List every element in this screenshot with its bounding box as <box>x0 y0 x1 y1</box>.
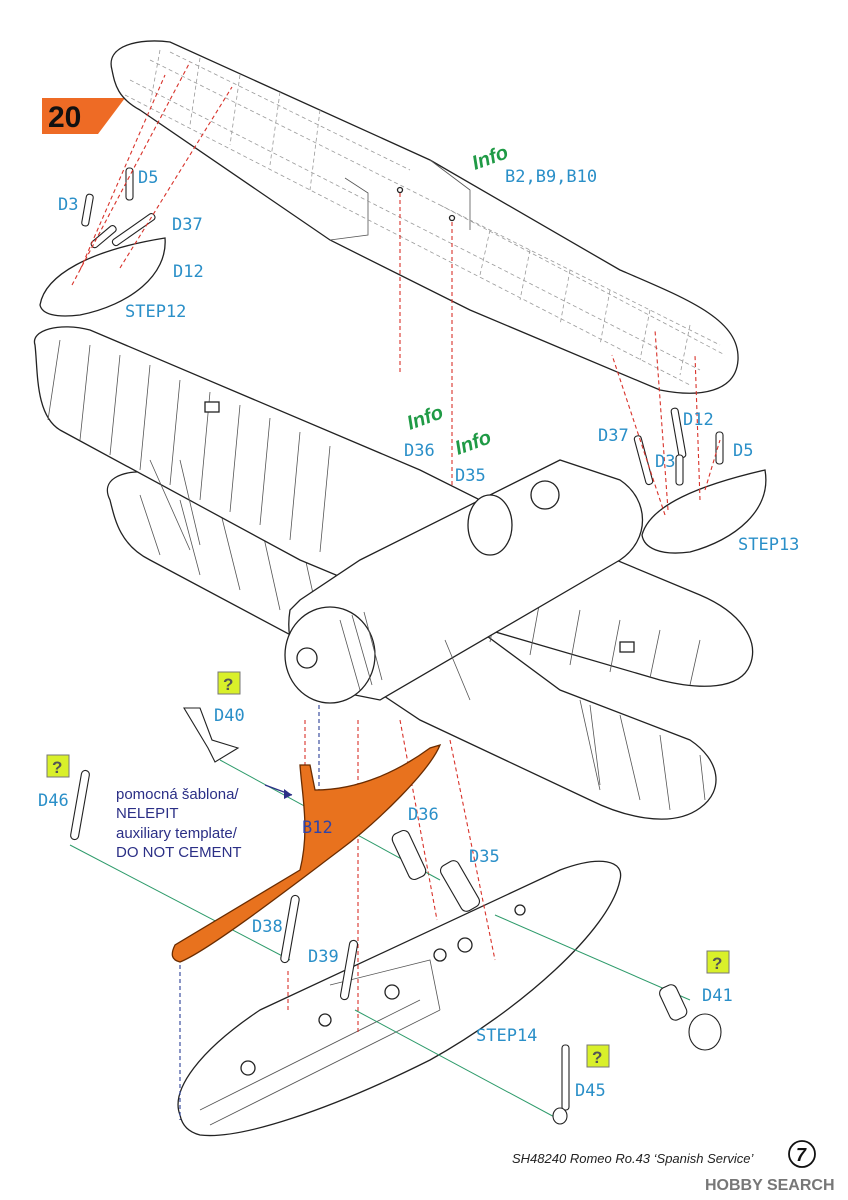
label-d35-upper: D35 <box>455 466 486 486</box>
footer-caption: SH48240 Romeo Ro.43 ‘Spanish Service’ <box>512 1151 754 1166</box>
info-label-d36: Info <box>404 401 446 434</box>
cockpit <box>467 494 513 556</box>
optional-mark: ? <box>592 1048 602 1067</box>
label-step14: STEP14 <box>476 1026 537 1046</box>
page-number-badge: 7 <box>788 1140 816 1168</box>
label-d12-left: D12 <box>173 262 204 282</box>
question-icon <box>706 950 730 974</box>
page-number: 7 <box>796 1145 807 1165</box>
pilot-head <box>530 480 560 510</box>
struts <box>81 167 724 486</box>
question-icon <box>586 1044 610 1068</box>
label-step13: STEP13 <box>738 535 799 555</box>
template-note: pomocná šablona/ NELEPIT auxiliary templ… <box>116 784 293 861</box>
optional-mark: ? <box>712 954 722 973</box>
question-icon <box>217 671 241 695</box>
info-label-d35: Info <box>452 426 494 459</box>
optional-badges: ? ? ? ? <box>46 671 730 1068</box>
red-arrows <box>71 61 721 1035</box>
note-line-3: auxiliary template/ <box>116 825 238 842</box>
step-badge-icon <box>42 98 125 134</box>
step-badge: 20 <box>42 98 125 134</box>
label-d5-left: D5 <box>138 168 158 188</box>
label-d3-right: D3 <box>655 452 675 472</box>
label-d36-upper: D36 <box>404 441 435 461</box>
label-d37-right: D37 <box>598 426 629 446</box>
blue-arrows <box>179 705 320 1120</box>
watermark: HOBBY SEARCH <box>705 1177 835 1194</box>
question-icon <box>46 754 70 778</box>
note-line-2: NELEPIT <box>116 805 179 822</box>
info-parts: B2,B9,B10 <box>505 167 597 187</box>
label-d37-left: D37 <box>172 215 203 235</box>
label-d35-lower: D35 <box>469 847 500 867</box>
label-d40: D40 <box>214 706 245 726</box>
optional-badge-d45: ? <box>586 1044 610 1068</box>
main-float <box>177 860 622 1137</box>
page-circle-icon <box>788 1140 816 1168</box>
small-parts <box>70 707 722 1125</box>
upper-wing <box>110 40 739 394</box>
label-d38: D38 <box>252 917 283 937</box>
float-step12 <box>39 237 166 317</box>
part-labels: D3 D5 D37 D12 D37 D12 D3 D5 D36 D35 D40 … <box>38 168 753 1101</box>
template-b12-part <box>171 743 442 963</box>
label-d39: D39 <box>308 947 339 967</box>
label-d5-right: D5 <box>733 441 753 461</box>
main-upper-wing <box>33 326 754 687</box>
label-d36-lower: D36 <box>408 805 439 825</box>
label-d45: D45 <box>575 1081 606 1101</box>
note-line-1: pomocná šablona/ <box>116 786 239 803</box>
optional-mark: ? <box>223 675 233 694</box>
label-d41: D41 <box>702 986 733 1006</box>
note-line-4: DO NOT CEMENT <box>116 844 242 861</box>
part-b12: B12 <box>302 818 333 838</box>
fuselage <box>149 459 643 786</box>
label-d46: D46 <box>38 791 69 811</box>
optional-badge-d40: ? <box>217 671 241 695</box>
optional-badge-d41: ? <box>706 950 730 974</box>
float-step13 <box>641 469 767 554</box>
label-d3-left: D3 <box>58 195 78 215</box>
step-number: 20 <box>48 101 81 134</box>
label-step12: STEP12 <box>125 302 186 322</box>
optional-mark: ? <box>52 758 62 777</box>
optional-badge-d46: ? <box>46 754 70 778</box>
label-d12-right: D12 <box>683 410 714 430</box>
